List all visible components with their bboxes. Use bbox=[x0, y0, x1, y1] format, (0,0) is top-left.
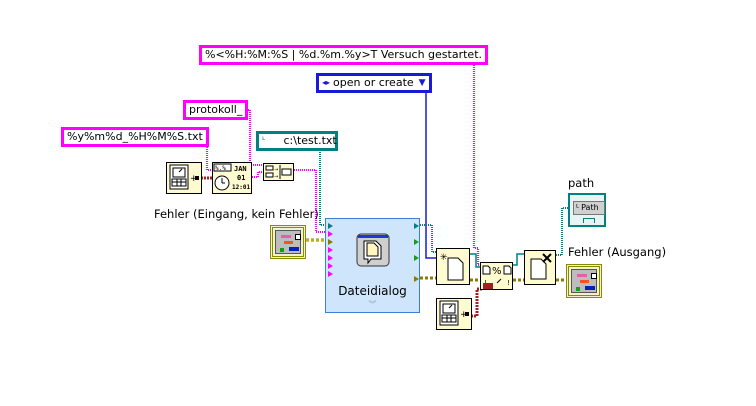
filename-prefix-constant[interactable]: protokoll_ bbox=[183, 100, 249, 120]
svg-text:✳: ✳ bbox=[440, 253, 448, 263]
timestamp-format-constant[interactable]: %y%m%d_%H%M%S.txt bbox=[61, 127, 209, 147]
output-terminal-2[interactable] bbox=[414, 239, 419, 245]
connector-glyph-icon bbox=[583, 218, 595, 223]
wire-message-format[interactable] bbox=[470, 54, 490, 266]
svg-text:+: + bbox=[190, 174, 198, 184]
increment-decrement-icon[interactable]: ◂▸ bbox=[322, 78, 331, 87]
close-file-node[interactable] bbox=[524, 250, 556, 285]
express-vi-title: Dateidialog bbox=[338, 284, 407, 298]
open-mode-value: open or create bbox=[333, 76, 414, 89]
path-indicator-label: path bbox=[568, 176, 595, 190]
computer-clock-icon: + bbox=[439, 300, 469, 326]
error-in-control[interactable] bbox=[270, 225, 306, 259]
error-cluster-icon bbox=[275, 230, 301, 254]
svg-text:!: ! bbox=[507, 279, 510, 287]
input-terminal-pattern[interactable] bbox=[328, 231, 333, 237]
input-terminal-5[interactable] bbox=[328, 255, 333, 261]
calendar-clock-icon: %.% JAN 01 12:01 bbox=[213, 163, 250, 191]
format-date-time-node[interactable]: %.% JAN 01 12:01 bbox=[212, 162, 252, 194]
month-text: JAN bbox=[234, 165, 247, 173]
time-text: 12:01 bbox=[232, 184, 250, 191]
wire-default-path[interactable] bbox=[319, 150, 328, 226]
dropdown-arrow-icon[interactable]: ▼ bbox=[418, 78, 426, 88]
error-in-label: Fehler (Eingang, kein Fehler) bbox=[154, 207, 319, 221]
wire-selected-path[interactable] bbox=[420, 224, 436, 253]
wire-filename[interactable] bbox=[294, 169, 328, 233]
input-terminal-4[interactable] bbox=[328, 247, 333, 253]
svg-text:%: % bbox=[492, 266, 502, 277]
svg-text:+: + bbox=[460, 310, 468, 320]
close-file-icon bbox=[530, 253, 552, 280]
open-mode-enum-constant[interactable]: ◂▸ open or create ▼ bbox=[316, 73, 432, 93]
input-terminal-error-in[interactable] bbox=[328, 239, 333, 245]
format-badge-text: %.% bbox=[215, 165, 226, 172]
error-out-indicator[interactable] bbox=[566, 264, 602, 298]
path-indicator-text: Path bbox=[581, 203, 599, 212]
input-terminal-start-path[interactable] bbox=[328, 223, 333, 229]
svg-text:→: → bbox=[274, 174, 278, 180]
wire-refnum-2[interactable] bbox=[513, 253, 524, 266]
path-glyph-icon: ᒻ bbox=[262, 136, 266, 146]
wire-refnum-1[interactable] bbox=[470, 253, 480, 268]
message-format-constant[interactable]: %<%H:%M:%S | %d.%m.%y>T Versuch gestarte… bbox=[199, 45, 488, 65]
output-terminal-3[interactable] bbox=[414, 255, 419, 261]
error-cluster-icon bbox=[571, 269, 597, 293]
path-indicator[interactable]: ᒻ Path bbox=[568, 193, 606, 227]
error-out-label: Fehler (Ausgang) bbox=[568, 245, 667, 259]
wire-timestamp-2[interactable] bbox=[471, 287, 483, 318]
open-file-node[interactable]: ✳ bbox=[436, 248, 470, 285]
concatenate-icon: →→ bbox=[265, 165, 292, 180]
file-dialog-icon bbox=[356, 233, 390, 267]
output-terminal-error-out[interactable] bbox=[414, 276, 419, 282]
input-terminal-7[interactable] bbox=[328, 271, 333, 277]
format-into-file-icon: % ! ! bbox=[482, 265, 512, 289]
day-text: 01 bbox=[237, 174, 245, 182]
default-path-value: c:\test.txt bbox=[283, 134, 337, 147]
output-terminal-path[interactable] bbox=[414, 223, 419, 229]
new-file-icon: ✳ bbox=[440, 253, 464, 280]
wire-formatted-date[interactable] bbox=[252, 171, 263, 178]
computer-clock-icon: + bbox=[169, 164, 199, 190]
get-date-time-node[interactable]: + bbox=[166, 162, 202, 194]
wire-path-out[interactable] bbox=[556, 207, 570, 256]
svg-text:→: → bbox=[274, 167, 278, 173]
format-into-file-node[interactable]: % ! ! bbox=[480, 262, 513, 290]
get-date-time-node-2[interactable]: + bbox=[436, 298, 472, 330]
concatenate-strings-node[interactable]: →→ bbox=[263, 163, 294, 181]
input-terminal-6[interactable] bbox=[328, 263, 333, 269]
file-dialog-express-vi[interactable]: Dateidialog ︾ bbox=[325, 218, 420, 313]
expand-chevron-icon[interactable]: ︾ bbox=[368, 300, 377, 309]
default-path-constant[interactable]: ᒻ c:\test.txt bbox=[256, 131, 338, 151]
path-glyph-icon: ᒻ bbox=[576, 203, 580, 212]
